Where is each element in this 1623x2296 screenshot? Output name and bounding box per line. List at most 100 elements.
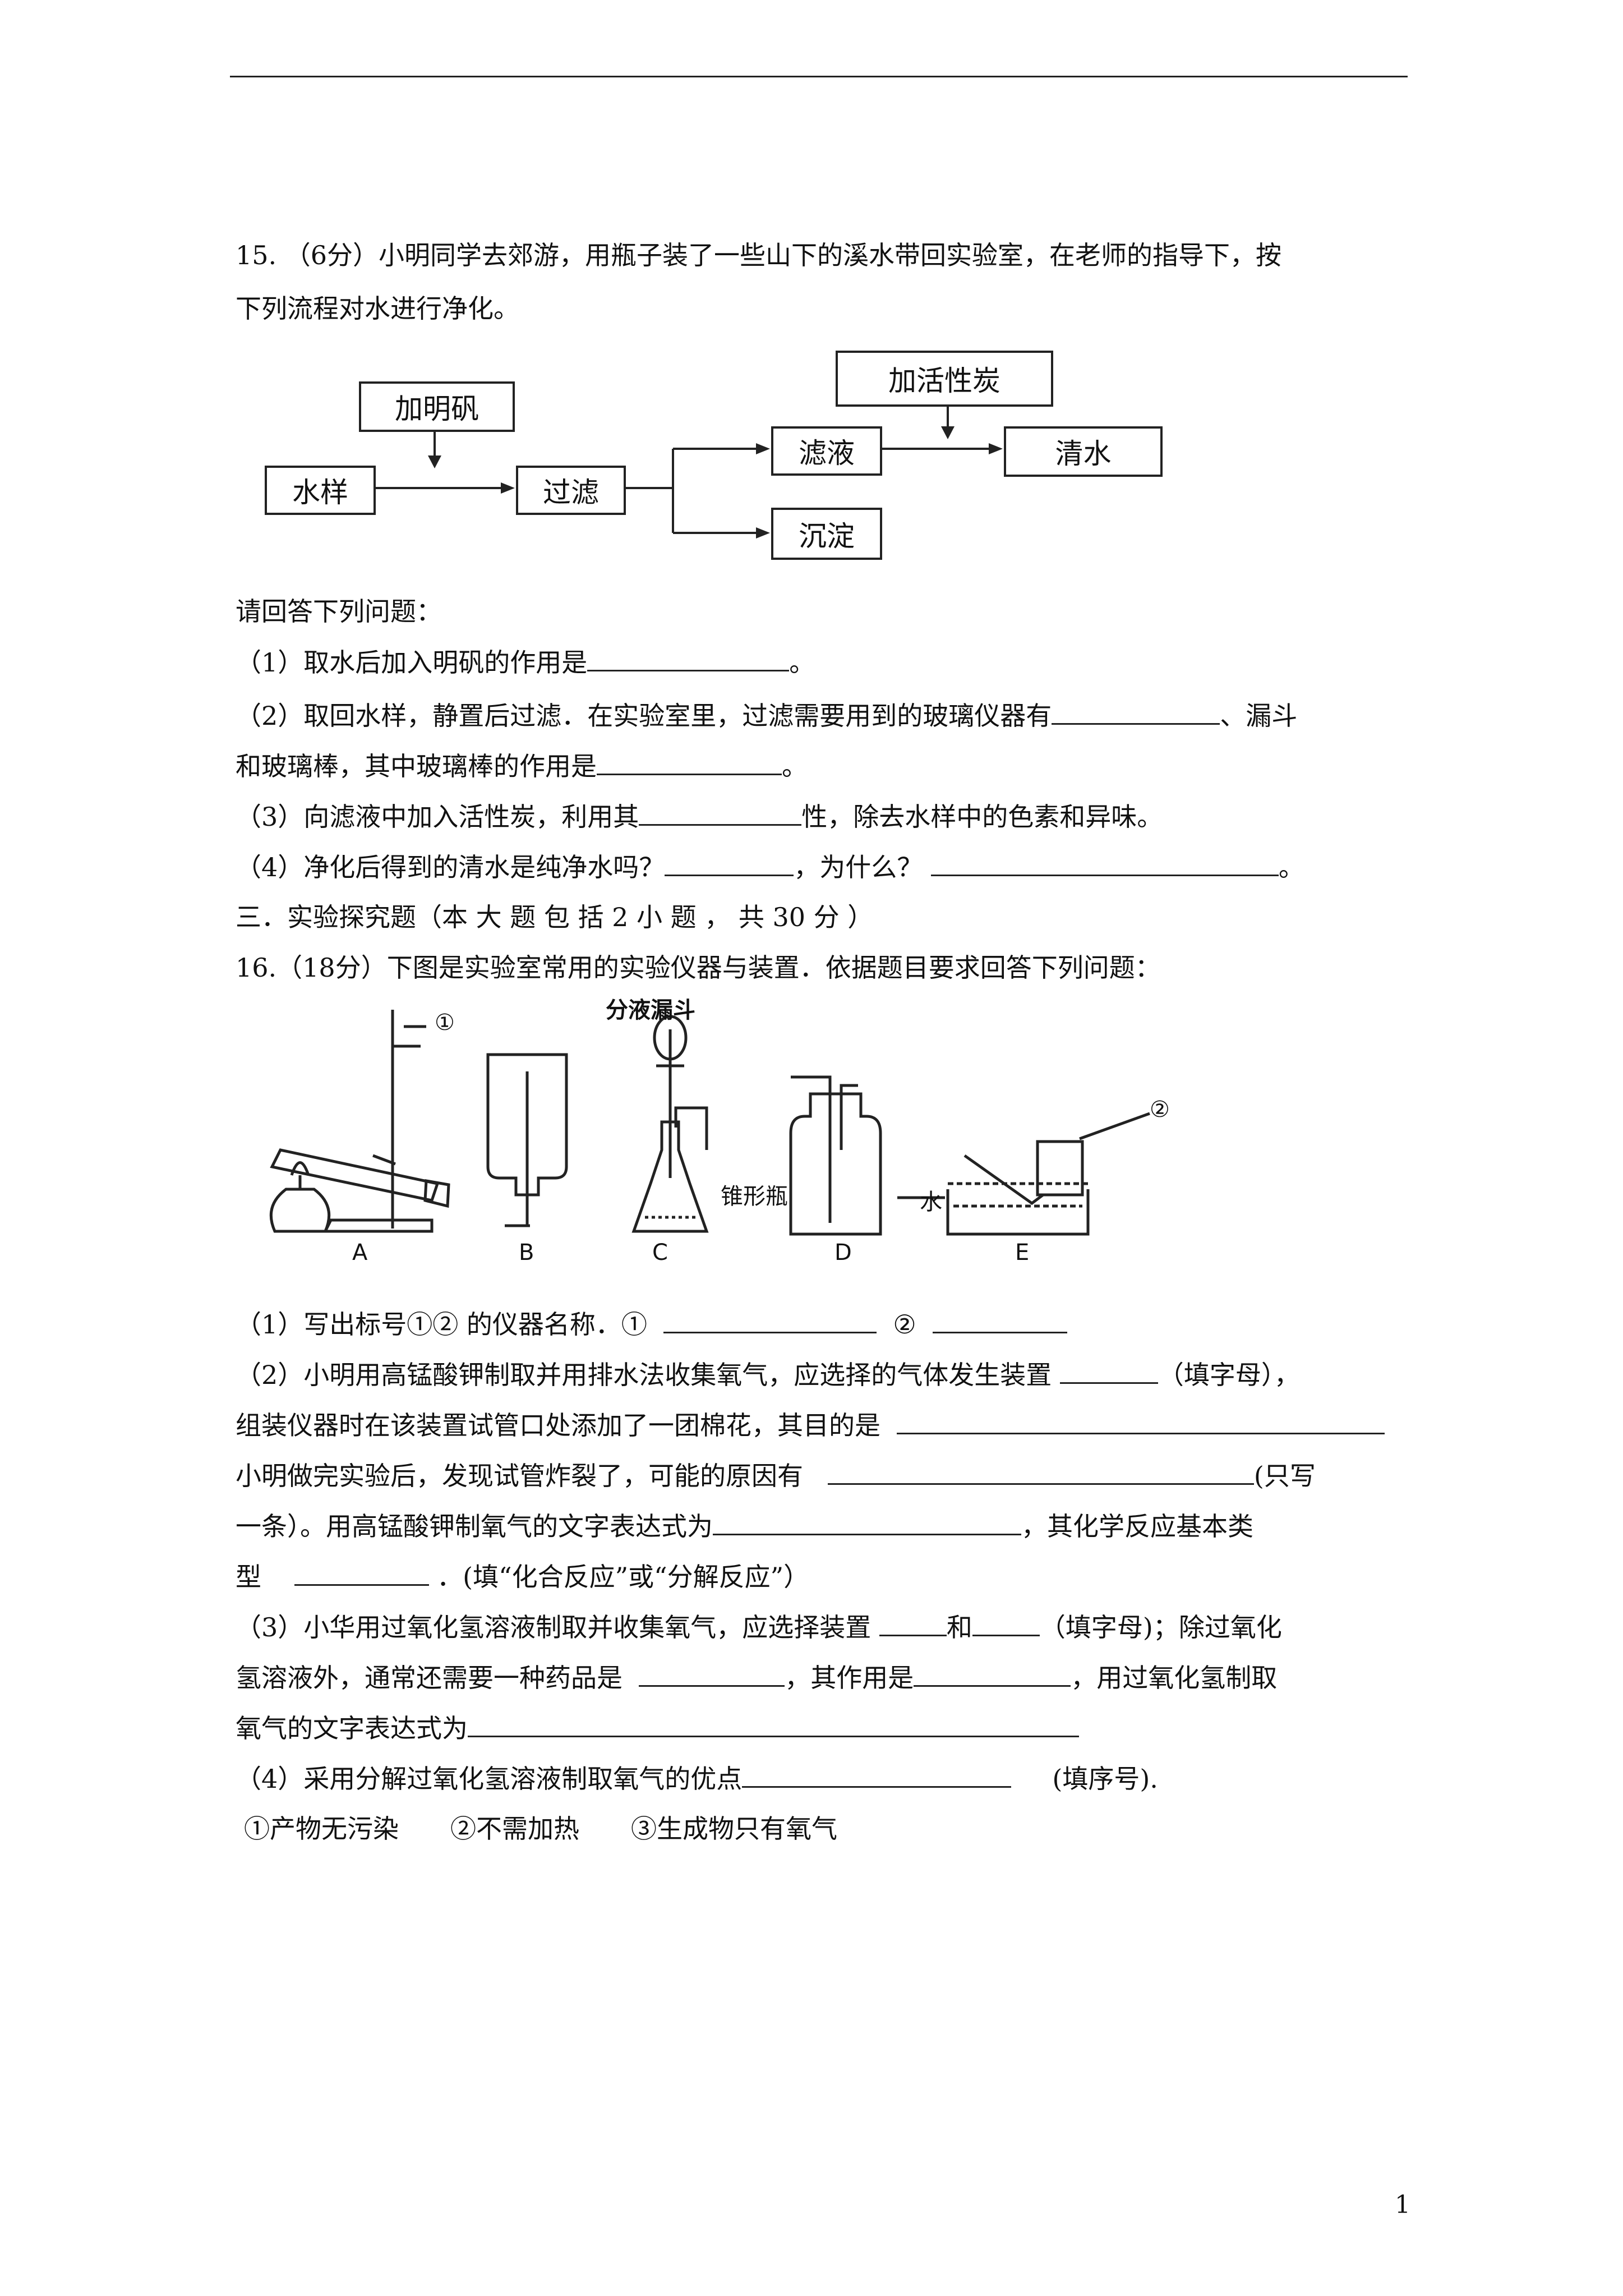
- q16-part3-role: ，其作用是: [785, 1663, 914, 1693]
- flow-box-add-alum: 加明矾: [359, 381, 515, 432]
- q16-stem: 16.（18分）下图是实验室常用的实验仪器与装置．依据题目要求回答下列问题：: [236, 953, 1161, 983]
- q15-part2-line1: （2）取回水样，静置后过滤．在实验室里，过滤需要用到的玻璃仪器有 、漏斗: [236, 698, 1297, 733]
- answer-blank[interactable]: [639, 799, 802, 826]
- conical-flask: [631, 1120, 709, 1233]
- q16-part2-line4: 一条）。用高锰酸钾制氧气的文字表达式为 ，其化学反应基本类: [236, 1509, 1253, 1543]
- q16-part3-and: 和: [946, 1612, 972, 1642]
- answer-blank[interactable]: [1059, 1358, 1158, 1384]
- answer-blank[interactable]: [972, 1610, 1040, 1636]
- gas-collecting-bottle: [1036, 1140, 1084, 1197]
- q15-stem-line2: 下列流程对水进行净化。: [236, 293, 519, 324]
- q15-part2-funnel: 、漏斗: [1220, 701, 1298, 731]
- q15-part3-text: （3）向滤液中加入活性炭，利用其: [236, 802, 639, 832]
- q16-part2-equation: 一条）。用高锰酸钾制氧气的文字表达式为: [236, 1511, 713, 1542]
- q16-part3-h2o2: ，用过氧化氢制取: [1071, 1663, 1278, 1693]
- q16-part1-mark2: ②: [893, 1309, 916, 1340]
- label-d: D: [834, 1240, 852, 1266]
- q15-part3: （3）向滤液中加入活性炭，利用其 性，除去水样中的色素和异味。: [236, 799, 1163, 834]
- bottle-d: [789, 1092, 882, 1236]
- label-a: A: [352, 1240, 368, 1266]
- q15-part4-why: ，为什么？: [794, 852, 923, 882]
- header-rule: [230, 76, 1408, 77]
- separatory-funnel: [653, 1015, 688, 1061]
- q15-prompt: 请回答下列问题：: [236, 596, 442, 627]
- flow-box-water-sample: 水样: [265, 466, 376, 515]
- answer-blank[interactable]: [713, 1509, 1021, 1535]
- q16-part3-line1: （3）小华用过氧化氢溶液制取并收集氧气，应选择装置 和 （填字母)；除过氧化: [236, 1610, 1282, 1644]
- answer-blank[interactable]: [897, 1408, 1385, 1434]
- apparatus-drawings: [269, 1010, 1150, 1236]
- q16-part2-type-word: 型: [236, 1562, 261, 1592]
- answer-blank[interactable]: [1052, 698, 1220, 725]
- q16-part1-text: （1）写出标号①② 的仪器名称．①: [236, 1309, 647, 1340]
- q16-part2-line3: 小明做完实验后，发现试管炸裂了，可能的原因有 (只写: [236, 1458, 1316, 1493]
- answer-blank[interactable]: [932, 1307, 1067, 1333]
- answer-blank[interactable]: [914, 1660, 1071, 1687]
- page-number: 1: [1395, 2191, 1410, 2219]
- q16-options: ①产物无污染 ②不需加热 ③生成物只有氧气: [244, 1814, 837, 1844]
- answer-blank[interactable]: [639, 1660, 785, 1687]
- answer-blank[interactable]: [827, 1458, 1254, 1485]
- q15-part2-line2: 和玻璃棒，其中玻璃棒的作用是 。: [236, 749, 808, 783]
- q16-part2-letter: （填字母），: [1158, 1360, 1300, 1390]
- flow-connectors: [373, 404, 1003, 539]
- answer-blank[interactable]: [587, 645, 790, 671]
- answer-blank[interactable]: [294, 1559, 429, 1586]
- q16-part2-line1: （2）小明用高锰酸钾制取并用排水法收集氧气，应选择的气体发生装置 （填字母），: [236, 1358, 1300, 1392]
- q16-part3-letter: （填字母)；除过氧化: [1039, 1612, 1282, 1642]
- q15-part4-end: 。: [1278, 852, 1304, 882]
- answer-blank[interactable]: [597, 749, 782, 775]
- q16-part3-reagent: 氢溶液外，通常还需要一种药品是: [236, 1663, 623, 1693]
- q16-part4-hint: (填序号).: [1052, 1764, 1158, 1794]
- q15-part2-text: （2）取回水样，静置后过滤．在实验室里，过滤需要用到的玻璃仪器有: [236, 701, 1052, 731]
- iron-stand-base: [322, 1218, 434, 1233]
- q16-part1: （1）写出标号①② 的仪器名称．① ②: [236, 1307, 1067, 1341]
- q16-part4: （4）采用分解过氧化氢溶液制取氧气的优点 (填序号).: [236, 1761, 1158, 1796]
- q16-part3-text: （3）小华用过氧化氢溶液制取并收集氧气，应选择装置: [236, 1612, 872, 1642]
- q15-part3-end: 性，除去水样中的色素和异味。: [801, 802, 1163, 832]
- flow-box-filter: 过滤: [516, 466, 626, 515]
- q15-part2-rod-text: 和玻璃棒，其中玻璃棒的作用是: [236, 751, 597, 781]
- q15-part1-end: 。: [789, 647, 815, 678]
- answer-blank[interactable]: [663, 1307, 877, 1333]
- q16-part3-line2: 氢溶液外，通常还需要一种药品是 ，其作用是 ，用过氧化氢制取: [236, 1660, 1277, 1695]
- flow-box-precipitate: 沉淀: [771, 508, 882, 560]
- label-b: B: [519, 1240, 534, 1266]
- q15-part4-text: （4）净化后得到的清水是纯净水吗？: [236, 852, 665, 882]
- answer-blank[interactable]: [742, 1761, 1012, 1788]
- separatory-funnel-label: 分液漏斗: [606, 997, 695, 1023]
- flow-box-filtrate: 滤液: [771, 426, 882, 476]
- q15-part1-text: （1）取水后加入明矾的作用是: [236, 647, 588, 678]
- q16-part2-type: ，其化学反应基本类: [1021, 1511, 1253, 1542]
- q16-part4-text: （4）采用分解过氧化氢溶液制取氧气的优点: [236, 1764, 743, 1794]
- q16-part3-equation: 氧气的文字表达式为: [236, 1713, 468, 1743]
- answer-blank[interactable]: [879, 1610, 947, 1636]
- answer-blank[interactable]: [468, 1711, 1079, 1737]
- water-trough: [946, 1189, 1090, 1236]
- q16-part2-only-one: (只写: [1253, 1461, 1316, 1491]
- q16-part3-line3: 氧气的文字表达式为: [236, 1711, 1079, 1745]
- water-label: 水: [920, 1189, 942, 1215]
- test-tube: [270, 1148, 440, 1202]
- mark-2-label: ②: [1150, 1097, 1170, 1122]
- q15-stem-line1: 15. （6分）小明同学去郊游，用瓶子装了一些山下的溪水带回实验室，在老师的指导…: [236, 240, 1282, 270]
- label-e: E: [1015, 1240, 1030, 1266]
- q15-part2-end: 。: [782, 751, 808, 781]
- label-c: C: [652, 1240, 668, 1266]
- section-3-heading: 三．实验探究题（本 大 题 包 括 2 小 题 ， 共 30 分 ）: [236, 902, 874, 932]
- alcohol-lamp: [269, 1188, 331, 1233]
- q16-part2-crack: 小明做完实验后，发现试管炸裂了，可能的原因有: [236, 1461, 803, 1491]
- q16-part2-cotton: 组装仪器时在该装置试管口处添加了一团棉花，其目的是: [236, 1410, 880, 1441]
- q16-part2-line5: 型 ．(填“化合反应”或“分解反应”）: [236, 1559, 809, 1594]
- answer-blank[interactable]: [665, 850, 794, 876]
- answer-blank[interactable]: [930, 850, 1279, 876]
- q15-part1: （1）取水后加入明矾的作用是 。: [236, 645, 815, 679]
- q16-part2-text: （2）小明用高锰酸钾制取并用排水法收集氧气，应选择的气体发生装置: [236, 1360, 1052, 1390]
- q15-part4: （4）净化后得到的清水是纯净水吗？ ，为什么？ 。: [236, 850, 1304, 884]
- q16-part2-hint: ．(填“化合反应”或“分解反应”）: [437, 1562, 810, 1592]
- conical-flask-label: 锥形瓶: [721, 1184, 788, 1209]
- q16-part2-line2: 组装仪器时在该装置试管口处添加了一团棉花，其目的是: [236, 1408, 1385, 1442]
- flow-box-clean-water: 清水: [1004, 426, 1163, 477]
- bottle-b: [486, 1053, 568, 1197]
- mark-1-label: ①: [435, 1010, 455, 1036]
